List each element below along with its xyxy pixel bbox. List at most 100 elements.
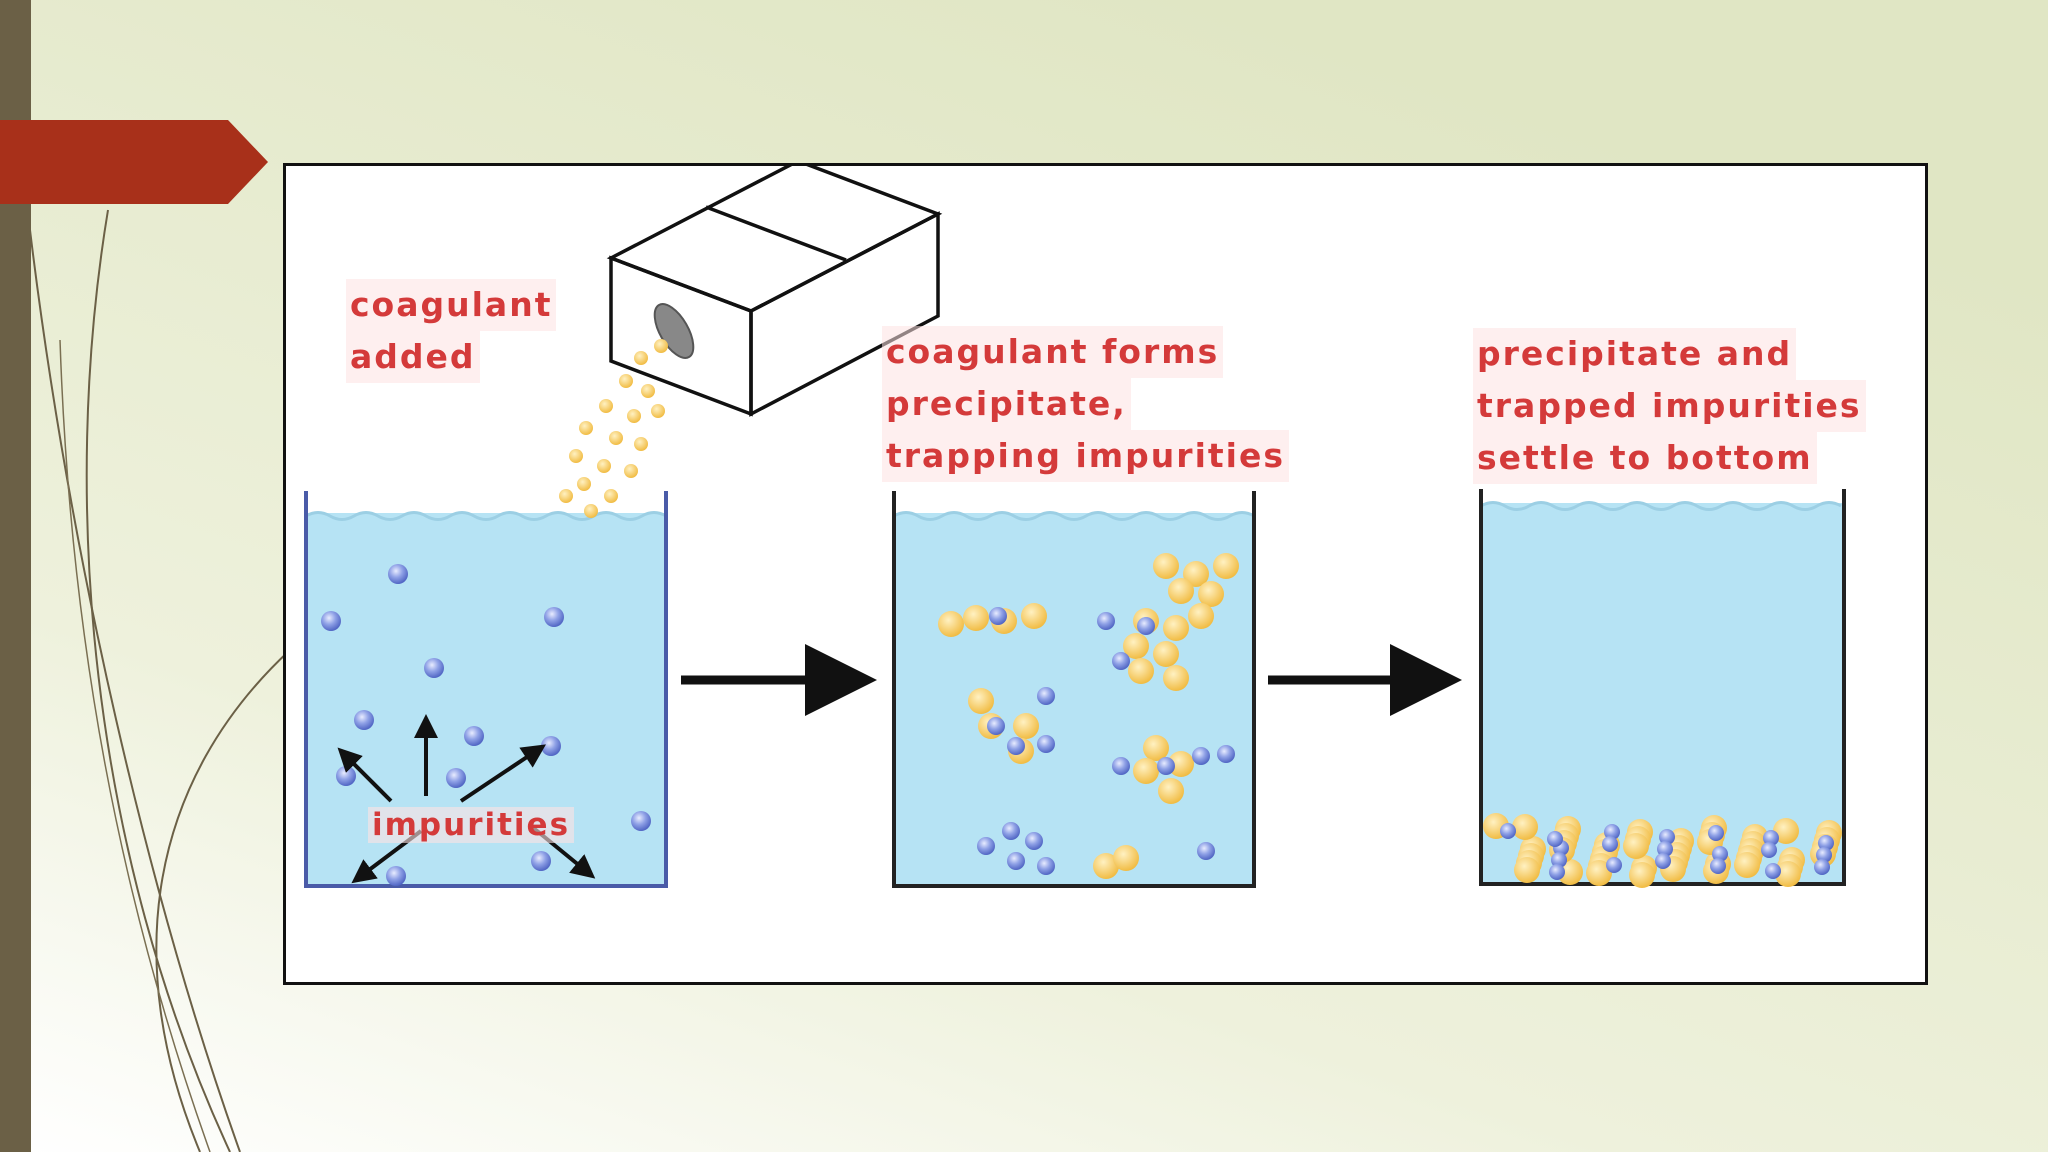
impurity-particle <box>1192 747 1210 765</box>
coagulant-stream <box>559 339 668 518</box>
impurity-particle <box>424 658 444 678</box>
coagulant-particle <box>1629 862 1655 888</box>
coagulant-particle <box>1586 860 1612 886</box>
impurity-particle <box>1037 735 1055 753</box>
impurity-particle <box>1112 757 1130 775</box>
impurity-particle <box>336 766 356 786</box>
coagulant-particle <box>1093 853 1119 879</box>
impurity-particle <box>1112 652 1130 670</box>
coagulant-particle <box>1143 735 1169 761</box>
coagulant-particle <box>968 688 994 714</box>
beaker-2-outline <box>892 491 1256 888</box>
coagulant-particle <box>1623 833 1649 859</box>
coagulant-particle <box>1213 553 1239 579</box>
stage-3-label: precipitate and trapped impurities settl… <box>1473 328 1866 484</box>
impurity-particle <box>386 866 406 886</box>
beaker-1-outline <box>304 491 668 888</box>
coagulant-particle <box>654 339 668 353</box>
impurity-particle <box>446 768 466 788</box>
coagulant-particle <box>597 459 611 473</box>
impurity-particle <box>1007 852 1025 870</box>
impurity-particle <box>1157 757 1175 775</box>
coagulant-particle <box>651 404 665 418</box>
coagulant-particle <box>559 489 573 503</box>
impurity-particle <box>1659 829 1675 845</box>
stage-1-label: coagulant added <box>346 279 557 383</box>
coagulant-particle <box>577 477 591 491</box>
coagulant-particle <box>579 421 593 435</box>
impurity-particle <box>1710 858 1726 874</box>
coagulant-particle <box>1773 818 1799 844</box>
impurity-particle <box>1814 859 1830 875</box>
impurity-particle <box>1655 853 1671 869</box>
stage-3-label-line-1: precipitate and <box>1473 328 1797 380</box>
stage-1-label-line-2: added <box>346 331 480 383</box>
impurity-particle <box>1657 841 1673 857</box>
coagulant-particle <box>1153 553 1179 579</box>
coagulant-particle <box>584 504 598 518</box>
impurity-particle <box>1818 835 1834 851</box>
coagulant-particle <box>1021 603 1047 629</box>
coagulant-particle <box>619 374 633 388</box>
impurity-particle <box>1761 842 1777 858</box>
impurity-particle <box>987 717 1005 735</box>
impurity-particle <box>541 736 561 756</box>
title-tab <box>0 120 268 204</box>
coagulant-particle <box>1128 658 1154 684</box>
coagulant-particle <box>634 351 648 365</box>
stage-1-label-line-1: coagulant <box>346 279 557 331</box>
coagulant-particle <box>1153 641 1179 667</box>
impurity-particle <box>321 611 341 631</box>
decorative-curve-2 <box>29 229 241 1152</box>
impurity-particle <box>1097 612 1115 630</box>
coagulant-particle <box>634 437 648 451</box>
stage-3-label-line-2: trapped impurities <box>1473 380 1866 432</box>
coagulant-particle <box>1163 615 1189 641</box>
coagulant-particle <box>1113 845 1139 871</box>
beaker-1-impurities <box>321 564 651 886</box>
coagulant-particle <box>624 464 638 478</box>
coagulant-particle <box>1123 633 1149 659</box>
coagulant-particle <box>1734 852 1760 878</box>
coagulant-particle <box>1198 581 1224 607</box>
decorative-curve-4 <box>59 339 211 1152</box>
beaker-3-sediment <box>1483 813 1842 888</box>
impurity-particle <box>1500 823 1516 839</box>
impurity-particle <box>388 564 408 584</box>
impurity-particle <box>1547 831 1563 847</box>
impurity-particle <box>1606 857 1622 873</box>
coagulant-particle <box>1013 713 1039 739</box>
diagram-frame: coagulant added coagulant forms precipit… <box>283 163 1928 985</box>
impurity-particle <box>1025 832 1043 850</box>
coagulant-particle <box>1775 861 1801 887</box>
impurity-arrow-upright <box>459 744 546 803</box>
stage-2-label-line-3: trapping impurities <box>882 430 1289 482</box>
coagulant-particle <box>963 605 989 631</box>
impurity-particle <box>354 710 374 730</box>
decorative-curve-1 <box>85 209 231 1152</box>
coagulant-particle <box>938 611 964 637</box>
stage-2-label: coagulant forms precipitate, trapping im… <box>882 326 1289 482</box>
coagulant-particle <box>627 409 641 423</box>
impurity-arrow-upleft <box>337 747 393 803</box>
impurity-particle <box>1602 836 1618 852</box>
impurity-particle <box>1765 863 1781 879</box>
beaker-2 <box>892 491 1256 888</box>
stage-3-label-line-3: settle to bottom <box>1473 432 1817 484</box>
beaker-2-surface <box>893 511 1255 521</box>
coagulant-particle <box>609 431 623 445</box>
impurity-particle <box>544 607 564 627</box>
impurity-particle <box>464 726 484 746</box>
impurity-particle <box>1037 857 1055 875</box>
impurity-particle <box>1197 842 1215 860</box>
coagulant-particle <box>604 489 618 503</box>
impurity-particle <box>1604 824 1620 840</box>
impurity-particle <box>1712 846 1728 862</box>
impurity-particle <box>1037 687 1055 705</box>
decorative-curve-3 <box>155 649 291 1152</box>
coagulant-particle <box>641 384 655 398</box>
impurity-particle <box>977 837 995 855</box>
coagulant-box-icon <box>606 166 943 417</box>
impurity-particle <box>531 851 551 871</box>
beaker-3-outline <box>1479 489 1846 886</box>
